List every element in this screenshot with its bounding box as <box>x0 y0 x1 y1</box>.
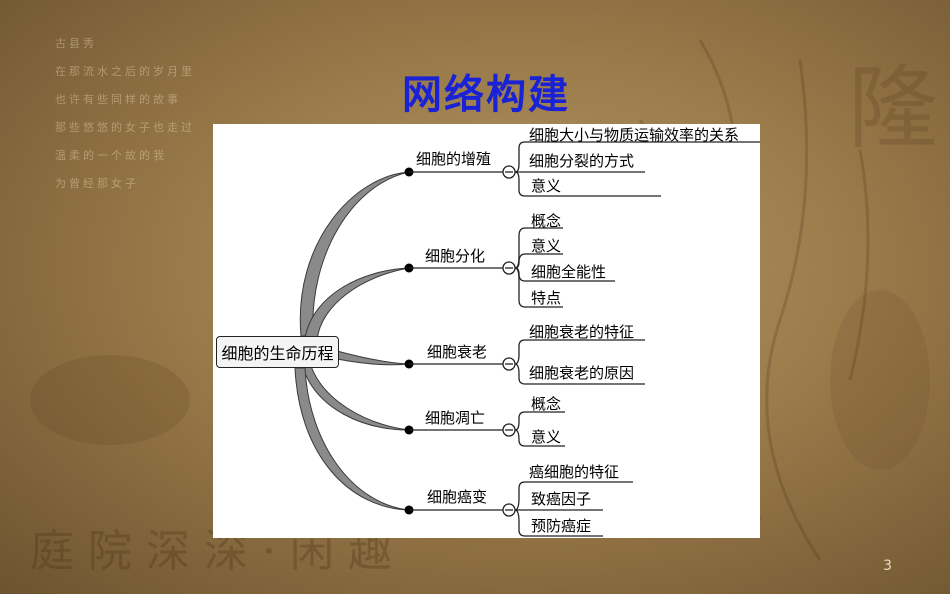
branch-connector <box>302 365 410 431</box>
branch-label: 细胞的增殖 <box>416 150 492 168</box>
leaf-item: 癌细胞的特征 <box>529 463 620 481</box>
root-node: 细胞的生命历程 <box>216 336 339 368</box>
background-corner-character: 隆 <box>848 56 938 161</box>
poem-line: 为曾经那女子 <box>55 177 139 190</box>
leaf-item: 概念 <box>531 395 562 413</box>
leaf-item: 意义 <box>531 177 562 195</box>
leaf-item: 致癌因子 <box>531 490 592 508</box>
leaf-item: 概念 <box>531 212 562 230</box>
leaf-item: 细胞衰老的特征 <box>529 323 635 341</box>
poem-line: 也许有些同样的故事 <box>55 93 181 106</box>
branch-connector <box>304 267 410 341</box>
leaf-item: 意义 <box>531 428 562 446</box>
poem-line: 在那流水之后的岁月里 <box>55 65 195 78</box>
page-number: 3 <box>883 558 892 574</box>
leaf-item: 细胞大小与物质运输效率的关系 <box>529 126 740 144</box>
poem-line: 那些悠悠的女子也走过 <box>55 121 195 134</box>
leaf-item: 预防癌症 <box>531 517 592 535</box>
poem-line: 古县秀 <box>55 37 97 50</box>
branch-connector <box>336 350 410 366</box>
leaf-item: 意义 <box>531 237 562 255</box>
leaf-item: 特点 <box>531 289 562 307</box>
leaf-item: 细胞分裂的方式 <box>529 152 635 170</box>
branch-label: 细胞分化 <box>425 247 486 265</box>
slide-title: 网络构建 <box>402 72 570 118</box>
branch-label: 细胞癌变 <box>427 488 488 506</box>
branch-label: 细胞凋亡 <box>425 409 486 427</box>
branch-label: 细胞衰老 <box>427 343 488 361</box>
poem-line: 温柔的一个故的我 <box>55 149 167 162</box>
branch-connector <box>294 367 410 511</box>
mind-map-lines <box>294 141 760 537</box>
background-poem: 古县秀 在那流水之后的岁月里 也许有些同样的故事 那些悠悠的女子也走过 温柔的一… <box>55 30 195 198</box>
leaf-item: 细胞衰老的原因 <box>529 364 635 382</box>
mind-map-panel: 细胞的生命历程 细胞的增殖 细胞分化 细胞衰老 细胞凋亡 细胞癌变 细胞大小与物… <box>213 124 760 538</box>
leaf-item: 细胞全能性 <box>531 263 607 281</box>
